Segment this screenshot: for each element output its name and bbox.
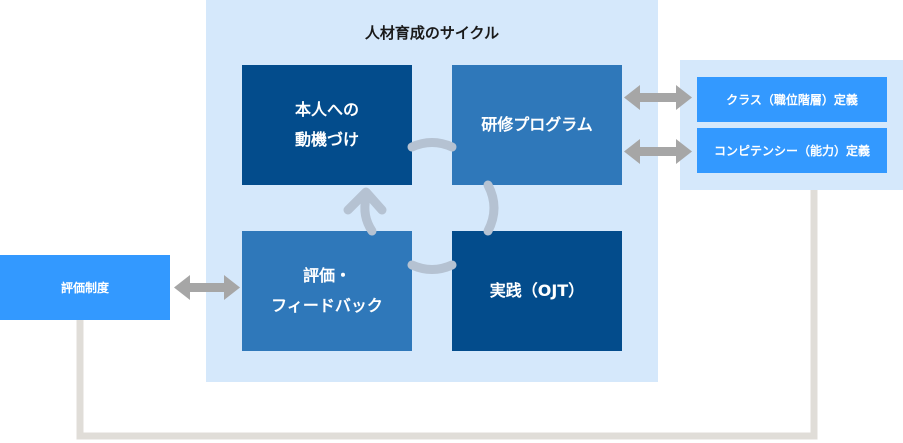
feedback-connector-line — [76, 188, 818, 440]
motivation-label-line1: 本人への — [294, 100, 359, 119]
evaluation-feedback-label-line1: 評価・ — [302, 266, 351, 285]
evaluation-feedback-label-line2: フィードバック — [271, 296, 383, 315]
evaluation-system-label: 評価制度 — [60, 280, 109, 295]
cycle-arc-right — [483, 180, 499, 236]
practice-ojt-label: 実践（OJT） — [489, 281, 585, 300]
training-program-box: 研修プログラム — [452, 65, 622, 185]
double-arrow-class-icon — [624, 85, 692, 110]
training-program-label: 研修プログラム — [481, 115, 593, 134]
motivation-box: 本人への 動機づけ — [242, 65, 412, 185]
double-arrow-evaluation-icon — [174, 275, 240, 300]
cycle-arc-left — [360, 193, 377, 236]
motivation-label-line2: 動機づけ — [294, 130, 359, 149]
evaluation-feedback-box: 評価・ フィードバック — [242, 231, 412, 351]
evaluation-system-box: 評価制度 — [0, 255, 170, 320]
class-definition-label: クラス（職位階層）定義 — [726, 92, 858, 107]
practice-ojt-box: 実践（OJT） — [452, 231, 622, 351]
competency-definition-label: コンピテンシー（能力）定義 — [713, 143, 870, 158]
competency-definition-box: コンピテンシー（能力）定義 — [697, 128, 887, 173]
cycle-arc-top — [407, 138, 457, 152]
double-arrow-competency-icon — [624, 139, 692, 164]
class-definition-box: クラス（職位階層）定義 — [697, 77, 887, 122]
cycle-arrowhead-icon — [343, 187, 387, 215]
cycle-arc-bottom — [407, 260, 457, 274]
diagram-title: 人材育成のサイクル — [364, 24, 500, 42]
